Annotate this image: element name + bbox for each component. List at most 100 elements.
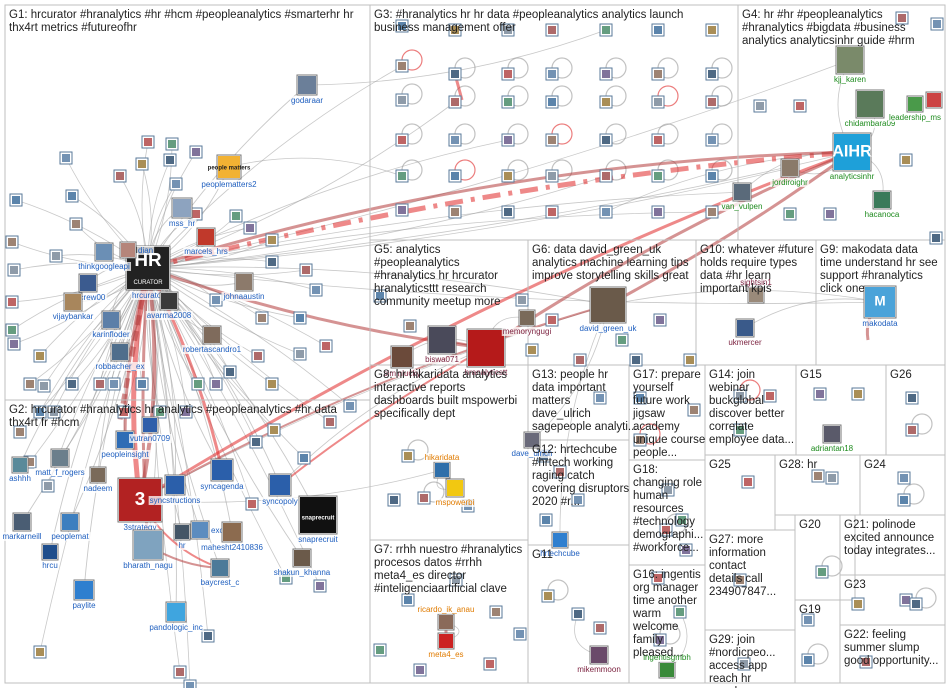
vertex-siminlucky[interactable]: siminlucky xyxy=(382,345,422,378)
vertex-hr-node[interactable]: hr xyxy=(173,523,191,550)
vertex-small xyxy=(448,205,462,219)
vertex-avarma2008[interactable]: avarma2008 xyxy=(145,291,193,320)
vertex-vutran[interactable]: vutran0709 xyxy=(128,416,172,443)
vertex-syncstructions[interactable]: syncstructions xyxy=(148,474,202,505)
vertex-small xyxy=(573,353,587,367)
vertex-hrtechcube[interactable]: hrtechcube xyxy=(539,531,582,558)
vertex-hrcu[interactable]: hrcu xyxy=(41,543,59,570)
vertex-small xyxy=(395,203,409,217)
vertex-small xyxy=(265,233,279,247)
group-title-line: improve storytelling skills great xyxy=(532,270,689,282)
vertex-pandologic-inc[interactable]: pandologic_inc xyxy=(148,601,204,632)
group-title-line: analytics machine learning tips xyxy=(532,257,689,269)
vertex-hacanoca[interactable]: hacanoca xyxy=(863,190,901,219)
vertex-hikaridata[interactable]: hikaridata xyxy=(423,453,461,479)
group-title-line: data #hr learn xyxy=(700,270,771,282)
vertex-robertascandro1[interactable]: robertascandro1 xyxy=(181,325,243,354)
vertex-diana[interactable]: dian xyxy=(119,241,155,259)
vertex-shakun-khanna[interactable]: shakun_khanna xyxy=(272,548,332,577)
vertex-small xyxy=(651,23,665,37)
vertex-small xyxy=(905,423,919,437)
vertex-label: hr xyxy=(178,541,185,550)
vertex-meta4-es[interactable]: meta4_es xyxy=(427,632,465,659)
vertex-bharath-nagu[interactable]: bharath_nagu xyxy=(122,529,174,570)
vertex-david-green-uk[interactable]: david_green_uk xyxy=(578,286,639,333)
vertex-sightsin1[interactable]: sightsin1 xyxy=(739,278,774,304)
vertex-label-bg xyxy=(434,498,476,507)
vertex-avatar xyxy=(591,647,607,663)
vertex-chidambara09[interactable]: chidambara09 xyxy=(843,89,897,128)
vertex-marcels-hrs[interactable]: marcels_hrs xyxy=(183,227,229,256)
group-title-line: business management offer xyxy=(374,22,516,34)
vertex-small xyxy=(387,493,401,507)
vertex-johnaaustin[interactable]: johnaaustin xyxy=(221,272,266,301)
vertex-small xyxy=(929,231,943,245)
vertex-leadership-ms[interactable]: leadership_ms xyxy=(887,95,943,122)
vertex-small xyxy=(209,377,223,391)
vertex-adriantan18[interactable]: adriantan18 xyxy=(809,424,855,453)
vertex-small xyxy=(553,465,567,479)
vertex-syncagenda[interactable]: syncagenda xyxy=(199,458,246,491)
vertex-syncopoly[interactable]: syncopoly xyxy=(261,473,299,506)
vertex-ricardo-lk[interactable]: ricardo_ik_anau xyxy=(416,605,476,631)
vertex-small xyxy=(851,387,865,401)
vertex-maheshtk[interactable]: mahesht2410836 xyxy=(200,521,265,552)
vertex-small xyxy=(599,205,613,219)
vertex-rcmbank[interactable] xyxy=(925,91,943,109)
vertex-small xyxy=(651,571,665,585)
vertex-mspowerbi[interactable]: mspowerbi xyxy=(434,478,476,507)
vertex-small xyxy=(705,23,719,37)
vertex-jordiroighr[interactable]: jordiroighr xyxy=(770,158,810,187)
vertex-label: nadeem xyxy=(84,484,113,493)
vertex-dave-ulrich[interactable]: dave_ulrich xyxy=(510,431,554,458)
vertex-robbacher-ex[interactable]: robbacher_ex xyxy=(94,342,146,371)
vertex-thinkgoogleap[interactable]: thinkgoogleapi xyxy=(77,242,132,271)
vertex-label: meta4_es xyxy=(428,650,463,659)
vertex-label: hacanoca xyxy=(865,210,900,219)
vertex-small xyxy=(33,405,47,419)
vertex-ebcrew00[interactable]: ebcrew00 xyxy=(69,273,107,302)
vertex-avatar xyxy=(212,560,228,576)
edge-line xyxy=(228,157,403,177)
edge-line-weighted xyxy=(607,150,853,307)
vertex-ashhh[interactable]: ashhh xyxy=(8,456,32,483)
vertex-karinfloder[interactable]: karinfloder xyxy=(91,310,132,339)
vertex-small xyxy=(733,389,747,403)
vertex-baycrest-c[interactable]: baycrest_c xyxy=(199,558,241,587)
vertex-ingentisgmbh[interactable]: ingentisgmbh xyxy=(642,653,692,679)
vertex-avatar xyxy=(435,463,449,477)
vertex-ukmercer[interactable]: ukmercer xyxy=(727,318,764,347)
vertex-avatar xyxy=(865,287,895,317)
group-title-line: dashboards built mspowerbi xyxy=(374,395,517,407)
vertex-mss-hr[interactable]: mss_hr xyxy=(167,197,197,228)
vertex-avatar xyxy=(392,347,412,367)
vertex-matt-f-rogers[interactable]: matt_f_rogers xyxy=(34,448,86,477)
vertex-label: biswa071 xyxy=(425,355,459,364)
vertex-small xyxy=(245,497,259,511)
vertex-hranalyticsttt[interactable]: hranalyticstt xyxy=(463,328,510,377)
vertex-vijaybankar[interactable]: vijaybankar xyxy=(51,292,95,321)
vertex-peoplemat[interactable]: peoplemat xyxy=(50,512,91,541)
group-title-line: G16: ingentis xyxy=(633,569,701,581)
vertex-markarneil[interactable]: markarneill xyxy=(1,512,43,541)
vertex-van-vulpen[interactable]: van_vulpen xyxy=(720,182,764,211)
vertex-avatar xyxy=(218,156,240,178)
vertex-mikemmoon[interactable]: mikemmoon xyxy=(576,645,622,674)
vertex-godaraar[interactable]: godaraar xyxy=(289,74,325,105)
vertex-small xyxy=(117,405,131,419)
vertex-label-bg xyxy=(887,113,943,122)
vertex-label-bg xyxy=(463,368,510,377)
vertex-memoryngugi[interactable]: memoryngugi xyxy=(501,309,553,336)
vertex-avatar xyxy=(591,288,625,322)
group-title-g11: G11 xyxy=(532,549,553,561)
vertex-biswa071[interactable]: biswa071 xyxy=(424,325,461,364)
vertex-nadeem[interactable]: nadeem xyxy=(82,466,114,493)
vertex-paylite[interactable]: paylite xyxy=(71,579,98,610)
vertex-kjj-karen[interactable]: kjj_karen xyxy=(832,45,868,84)
